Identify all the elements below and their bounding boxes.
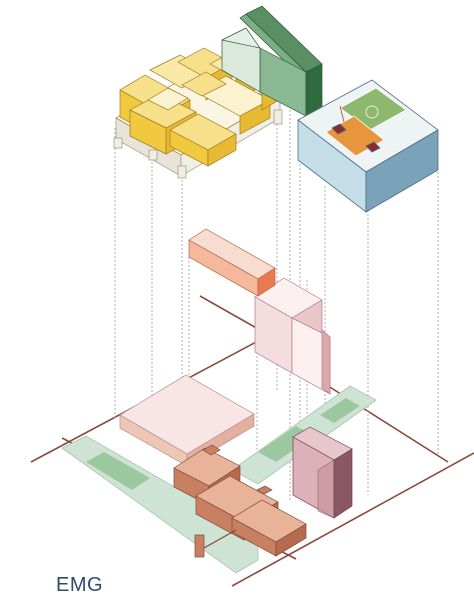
- diagram-label: EMG: [56, 575, 103, 595]
- ground-slab: [120, 375, 254, 466]
- chimney-post: [195, 535, 204, 557]
- orange-bar: [189, 229, 275, 296]
- pink-middle-block: [255, 278, 330, 394]
- mauve-tower: [293, 427, 352, 518]
